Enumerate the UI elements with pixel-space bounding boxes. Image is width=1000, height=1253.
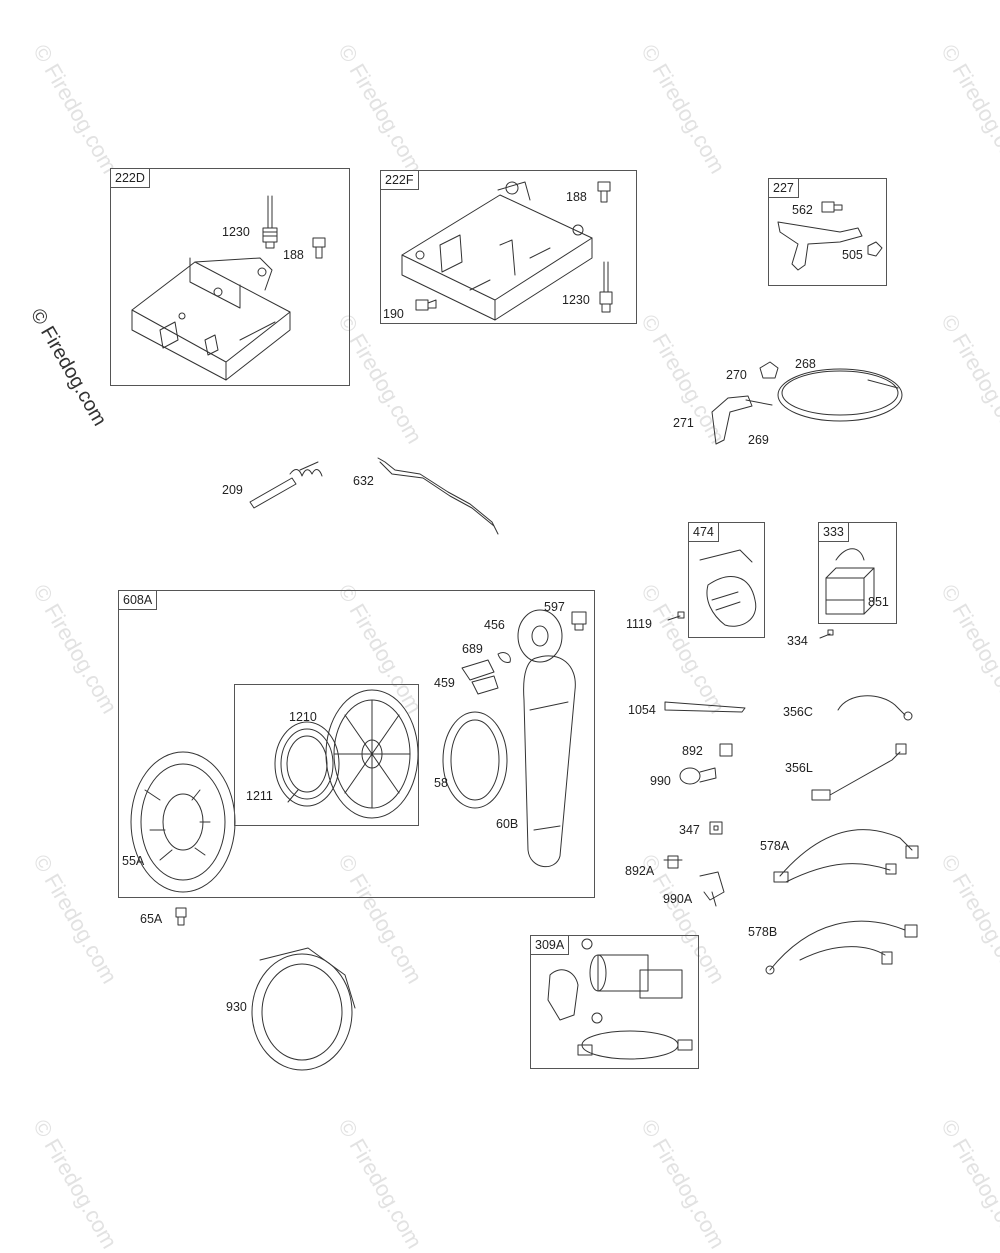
part-label-597: 597 [544,600,565,614]
wire-356l-drawing [812,744,906,800]
part-label-356l: 356L [785,761,813,775]
screw-597-drawing [572,612,586,630]
tie-1054-drawing [665,702,745,712]
assembly-box-222d: 222D [110,168,350,386]
part-label-459: 459 [434,676,455,690]
part-label-851: 851 [868,595,889,609]
part-label-270: 270 [726,368,747,382]
part-label-65a: 65A [140,912,163,926]
part-label-188: 188 [566,190,587,204]
part-label-188: 188 [283,248,304,262]
assembly-tag-309a: 309A [531,936,570,955]
part-label-356c: 356C [783,705,813,719]
rope-58-drawing [443,712,507,808]
part-label-347: 347 [679,823,700,837]
part-label-334: 334 [787,634,808,648]
assembly-tag-227: 227 [769,179,799,198]
harness-578b-drawing [766,921,917,974]
throttle-assembly-drawing [712,362,902,444]
part-label-1210: 1210 [289,710,317,724]
key-990a-drawing [700,872,724,906]
part-label-60b: 60B [496,817,519,831]
bolt-188-f-drawing [598,182,610,202]
starter-309a-drawing [548,939,692,1059]
part-label-58: 58 [434,776,448,790]
part-label-1230: 1230 [562,293,590,307]
part-label-271: 271 [673,416,694,430]
cable-632-drawing [378,458,498,534]
part-label-209: 209 [222,483,243,497]
assembly-tag-608a: 608A [119,591,158,610]
wire-356c-drawing [838,696,912,720]
part-label-930: 930 [226,1000,247,1014]
assembly-tag-222f: 222F [381,171,419,190]
handle-60b-drawing [524,656,576,867]
parts-diagram [0,0,1000,1200]
armature-333-drawing [826,549,874,614]
part-label-55a: 55A [122,854,145,868]
engine-bracket-222f-drawing [402,182,592,320]
part-label-892: 892 [682,744,703,758]
bolt-65a-drawing [176,908,186,925]
sub-assembly-box-pulley [234,684,419,826]
part-label-1211: 1211 [246,789,273,803]
linkage-227-drawing [778,202,882,270]
part-label-689: 689 [462,642,483,656]
part-label-505: 505 [842,248,863,262]
assembly-box-222f: 222F [380,170,637,324]
bolt-188-drawing [313,238,325,258]
assembly-tag-474: 474 [689,523,719,542]
part-label-190: 190 [383,307,404,321]
part-label-1230: 1230 [222,225,250,239]
part-label-632: 632 [353,474,374,488]
screw-334-drawing [820,630,833,638]
engine-bracket-222d-drawing [132,258,290,380]
part-label-892a: 892A [625,864,655,878]
part-label-990: 990 [650,774,671,788]
switch-347-drawing [710,822,722,834]
bolt-190-drawing [416,300,436,310]
pawl-689-drawing [498,653,510,663]
assembly-tag-222d: 222D [111,169,150,188]
assembly-box-227: 227 [768,178,887,286]
part-label-456: 456 [484,618,505,632]
screw-1230-drawing [263,196,277,248]
pulley-1210-drawing [326,690,418,818]
assembly-tag-333: 333 [819,523,849,542]
assembly-box-474: 474 [688,522,765,638]
switch-892a-drawing [664,856,682,868]
ignition-474-drawing [700,550,756,626]
assembly-box-333: 333 [818,522,897,624]
pawl-459-drawing [462,660,498,694]
part-label-562: 562 [792,203,813,217]
assembly-box-608a: 608A [118,590,595,898]
screen-930-drawing [252,948,355,1070]
spring-209-drawing [250,462,322,508]
part-label-1119: 1119 [626,617,652,631]
housing-55a-drawing [131,752,235,892]
switch-892-drawing [720,744,732,756]
part-label-578a: 578A [760,839,790,853]
part-label-268: 268 [795,357,816,371]
screw-1119-drawing [668,612,684,620]
assembly-box-309a: 309A [530,935,699,1069]
part-label-1054: 1054 [628,703,656,717]
part-label-578b: 578B [748,925,778,939]
cup-456-drawing [518,610,562,662]
harness-578a-drawing [774,830,918,882]
screw-1230-f-drawing [600,262,612,312]
part-label-269: 269 [748,433,769,447]
part-label-990a: 990A [663,892,693,906]
key-990-drawing [680,768,716,784]
